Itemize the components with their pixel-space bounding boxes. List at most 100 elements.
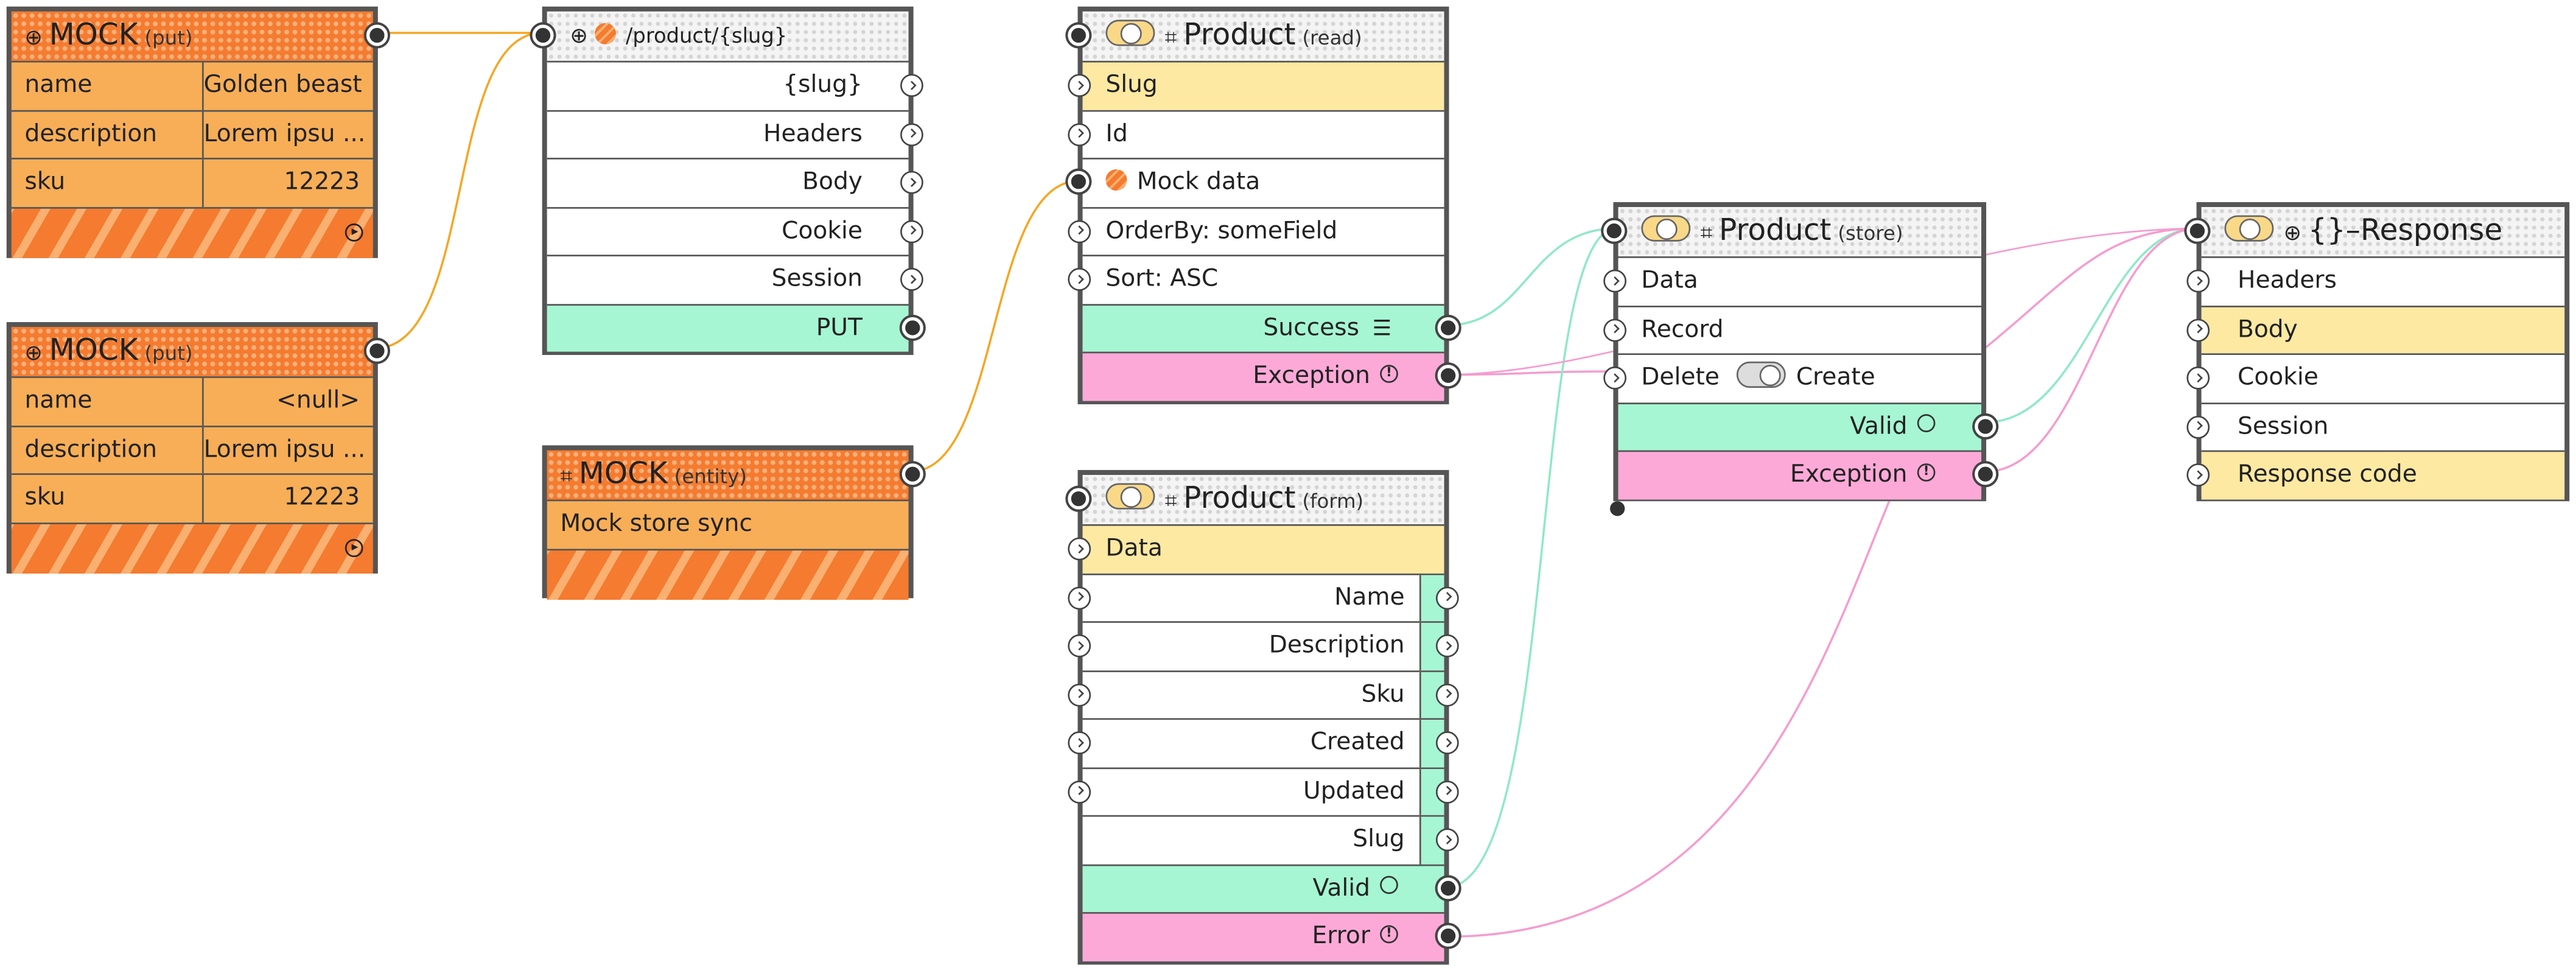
input-port[interactable]: [1068, 219, 1091, 243]
output-port[interactable]: [901, 316, 923, 338]
input-label[interactable]: Sort: ASC: [1105, 266, 1219, 293]
input-port[interactable]: [1603, 269, 1626, 293]
input-port[interactable]: [1068, 170, 1090, 192]
wire-exception-store-delete: [1446, 370, 1617, 376]
output-port[interactable]: [366, 340, 388, 362]
response-node[interactable]: ⊕{}–Response Headers Body Cookie Session…: [2186, 202, 2570, 502]
wire-store-top-response: [1984, 227, 2199, 350]
output-port[interactable]: [1435, 683, 1459, 706]
field-label: Slug: [1353, 826, 1405, 853]
store-input-record: Record: [1603, 304, 1981, 354]
output-port[interactable]: [1435, 731, 1459, 754]
mock-put-header[interactable]: ⊕MOCK(put): [11, 11, 388, 61]
play-icon[interactable]: [345, 222, 363, 241]
output-port[interactable]: [1975, 415, 1997, 437]
output-port[interactable]: [900, 74, 923, 97]
route-method: PUT: [547, 303, 923, 352]
output-port[interactable]: [900, 170, 923, 194]
output-port[interactable]: [1435, 779, 1459, 803]
mock-put-header[interactable]: ⊕MOCK(put): [11, 327, 388, 377]
output-port[interactable]: [1437, 925, 1459, 947]
output-port[interactable]: [1437, 365, 1459, 387]
mock-value[interactable]: Golden beast: [203, 72, 362, 99]
mock-subtitle: (put): [144, 26, 193, 49]
input-port[interactable]: [1068, 731, 1091, 754]
input-label[interactable]: OrderBy: someField: [1105, 217, 1338, 244]
input-port[interactable]: [1603, 220, 1625, 242]
play-icon[interactable]: [345, 538, 363, 557]
input-port[interactable]: [1603, 366, 1626, 390]
product-form-node[interactable]: ⌗Product(form) Data Name Description Sku…: [1068, 469, 1459, 965]
product-form-header[interactable]: ⌗Product(form): [1068, 475, 1444, 524]
output-port[interactable]: [900, 267, 923, 291]
response-header[interactable]: ⊕{}–Response: [2186, 207, 2565, 257]
mock-value[interactable]: 12223: [284, 485, 360, 511]
output-port[interactable]: [1437, 316, 1459, 338]
node-title: {}–Response: [2308, 213, 2503, 248]
output-port[interactable]: [901, 463, 923, 485]
route-node[interactable]: ⊕/product/{slug} {slug} Headers Body Coo…: [532, 6, 923, 355]
chip-icon: ⌗: [1164, 26, 1177, 51]
read-input-orderby: OrderBy: someField: [1068, 206, 1444, 255]
output-port[interactable]: [1975, 463, 1997, 485]
input-port[interactable]: [1068, 122, 1091, 146]
response-input-body: Body: [2186, 304, 2565, 354]
node-toggle[interactable]: [1641, 215, 1691, 242]
node-toggle[interactable]: [2224, 215, 2274, 242]
input-port[interactable]: [1068, 683, 1091, 706]
input-port[interactable]: [2186, 318, 2210, 342]
output-port[interactable]: [1435, 634, 1459, 658]
output-port[interactable]: [900, 122, 923, 146]
form-field: Updated: [1068, 767, 1459, 815]
mock-entity-node[interactable]: ⌗MOCK(entity) Mock store sync: [542, 445, 923, 599]
output-port[interactable]: [1435, 828, 1459, 852]
form-output-valid: Valid: [1082, 863, 1459, 912]
output-port[interactable]: [366, 24, 388, 46]
delete-create-toggle[interactable]: [1737, 361, 1787, 388]
product-read-node[interactable]: ⌗Product(read) Slug Id Mock data OrderBy…: [1068, 6, 1459, 404]
output-port[interactable]: [900, 219, 923, 243]
globe-icon: ⊕: [24, 342, 43, 367]
mock-value[interactable]: Lorem ipsu ...: [203, 436, 366, 463]
input-port[interactable]: [2186, 415, 2210, 438]
input-label: Id: [1105, 121, 1128, 147]
node-toggle[interactable]: [1105, 483, 1155, 510]
input-port[interactable]: [1068, 537, 1091, 561]
output-port[interactable]: [1435, 586, 1459, 609]
input-port[interactable]: [1603, 318, 1626, 342]
node-toggle[interactable]: [1105, 19, 1155, 46]
mock-entity-header[interactable]: ⌗MOCK(entity): [547, 450, 923, 500]
product-read-header[interactable]: ⌗Product(read): [1068, 11, 1444, 61]
form-field: Slug: [1082, 815, 1459, 864]
output-port[interactable]: [1437, 876, 1459, 898]
input-port[interactable]: [2186, 463, 2210, 486]
input-port[interactable]: [1068, 488, 1090, 510]
node-subtitle: (store): [1838, 222, 1903, 245]
input-port[interactable]: [2186, 366, 2210, 390]
product-store-node[interactable]: ⌗Product(store) Data Record Delete Creat…: [1603, 202, 1997, 502]
input-port[interactable]: [1068, 634, 1091, 658]
response-input-cookie: Cookie: [2186, 353, 2565, 402]
input-port[interactable]: [1068, 586, 1091, 609]
input-port[interactable]: [2186, 269, 2210, 293]
input-port[interactable]: [1068, 74, 1091, 97]
mock-value[interactable]: <null>: [276, 387, 360, 415]
input-port[interactable]: [2186, 220, 2208, 242]
input-port[interactable]: [532, 24, 554, 46]
route-header[interactable]: ⊕/product/{slug}: [532, 11, 909, 61]
input-port[interactable]: [1068, 267, 1091, 291]
mock-value[interactable]: 12223: [284, 169, 360, 196]
input-port[interactable]: [1068, 24, 1090, 46]
wire-storevalid-response: [1984, 227, 2199, 424]
resize-handle[interactable]: [1610, 501, 1625, 516]
node-title: Product: [1183, 481, 1296, 516]
mock-value[interactable]: Lorem ipsu ...: [203, 121, 366, 147]
product-store-header[interactable]: ⌗Product(store): [1603, 207, 1981, 257]
globe-icon: ⊕: [24, 26, 43, 51]
input-port[interactable]: [1068, 779, 1091, 803]
